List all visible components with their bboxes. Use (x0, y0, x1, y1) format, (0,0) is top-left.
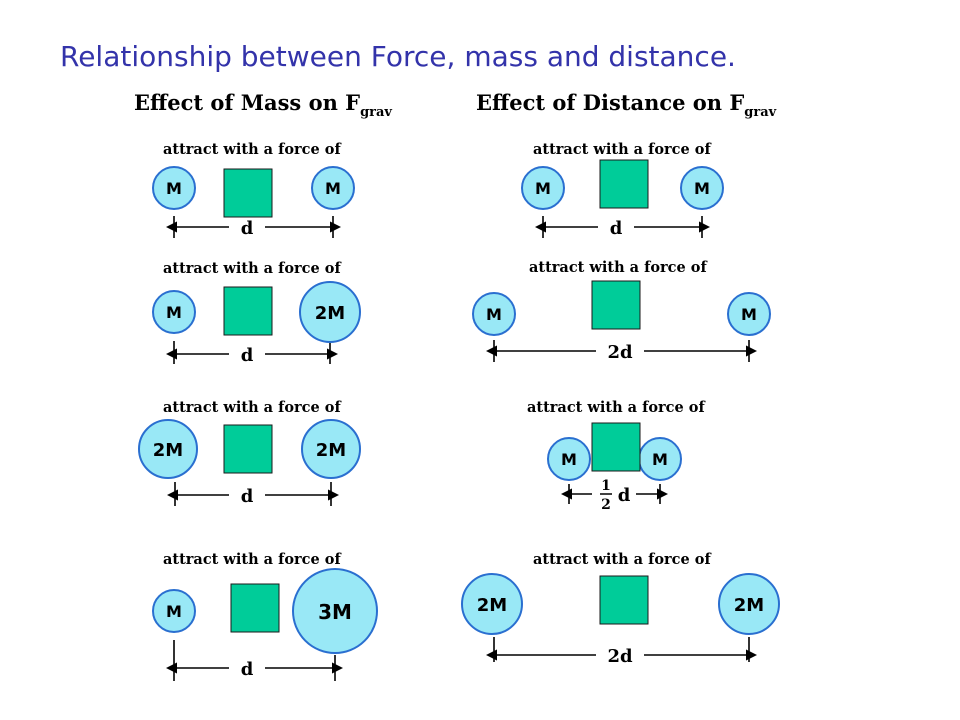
mass-ball-right (299, 281, 361, 343)
right-panel-heading: Effect of Distance on Fgrav (476, 90, 777, 120)
mass-ball-left (521, 166, 565, 210)
mass-ball-left (472, 292, 516, 336)
right-row-1: attract with a force of M M d (521, 141, 724, 239)
force-cover-box (223, 286, 273, 336)
mass-ball-right (718, 573, 780, 635)
mass-ball-left (152, 166, 196, 210)
force-cover-box (591, 422, 641, 472)
force-cover-box (599, 159, 649, 209)
mass-ball-left (152, 589, 196, 633)
mass-label-right: 2M (734, 595, 764, 616)
distance-indicator: d (166, 482, 340, 507)
mass-label-left: M (166, 179, 182, 198)
distance-label: d (241, 486, 254, 507)
distance-indicator: d (165, 341, 339, 366)
left-row-1: attract with a force of M M d (152, 141, 355, 239)
right-row-4: attract with a force of 2M 2M 2d (461, 551, 780, 667)
slide-title: Relationship between Force, mass and dis… (60, 40, 736, 73)
row-caption: attract with a force of (529, 259, 708, 276)
left-panel: Effect of Mass on Fgrav attract with a f… (134, 90, 392, 681)
mass-label-left: M (535, 179, 551, 198)
mass-label-left: M (561, 450, 577, 469)
mass-label-right: M (694, 179, 710, 198)
left-panel-heading: Effect of Mass on Fgrav (134, 90, 392, 120)
row-caption: attract with a force of (163, 260, 342, 277)
mass-ball-left (461, 573, 523, 635)
distance-fraction-denominator: 2 (601, 497, 611, 513)
distance-label: 2d (607, 646, 633, 667)
distance-label: 2d (607, 342, 633, 363)
force-cover-box (223, 168, 273, 218)
left-row-4: attract with a force of M 3M d (152, 551, 378, 681)
distance-indicator: 2d (485, 637, 758, 667)
mass-ball-left (152, 290, 196, 334)
left-row-2: attract with a force of M 2M d (152, 260, 361, 366)
mass-label-left: 2M (153, 440, 183, 461)
distance-indicator: 1 2 d (560, 478, 669, 513)
force-cover-box (591, 280, 641, 330)
row-caption: attract with a force of (163, 141, 342, 158)
mass-label-left: M (166, 303, 182, 322)
left-row-3: attract with a force of 2M 2M d (138, 399, 361, 507)
mass-label-right: M (741, 305, 757, 324)
force-cover-box (223, 424, 273, 474)
right-row-2: attract with a force of M M 2d (472, 259, 771, 363)
mass-ball-right (680, 166, 724, 210)
mass-label-right: 3M (318, 600, 352, 624)
mass-ball-right (727, 292, 771, 336)
mass-ball-left (138, 419, 198, 479)
row-caption: attract with a force of (533, 551, 712, 568)
mass-ball-right (301, 419, 361, 479)
row-caption: attract with a force of (163, 551, 342, 568)
force-cover-box (230, 583, 280, 633)
mass-ball-left (547, 437, 591, 481)
distance-indicator: d (534, 216, 711, 239)
mass-ball-right (311, 166, 355, 210)
distance-label: d (610, 218, 623, 239)
distance-label: d (241, 659, 254, 680)
row-caption: attract with a force of (163, 399, 342, 416)
mass-label-left: M (166, 602, 182, 621)
force-cover-box (599, 575, 649, 625)
mass-label-right: M (652, 450, 668, 469)
distance-indicator: d (165, 640, 344, 681)
right-row-3: attract with a force of M M 1 2 d (527, 399, 706, 513)
distance-label: d (241, 218, 254, 239)
right-panel: Effect of Distance on Fgrav attract with… (461, 90, 780, 667)
mass-label-right: M (325, 179, 341, 198)
row-caption: attract with a force of (527, 399, 706, 416)
mass-label-left: M (486, 305, 502, 324)
row-caption: attract with a force of (533, 141, 712, 158)
mass-label-right: 2M (315, 303, 345, 324)
distance-indicator: d (165, 216, 342, 239)
distance-label: d (618, 485, 631, 506)
mass-ball-right (292, 568, 378, 654)
mass-label-right: 2M (316, 440, 346, 461)
distance-label: d (241, 345, 254, 366)
distance-fraction-numerator: 1 (601, 478, 611, 494)
distance-indicator: 2d (485, 340, 758, 363)
mass-label-left: 2M (477, 595, 507, 616)
